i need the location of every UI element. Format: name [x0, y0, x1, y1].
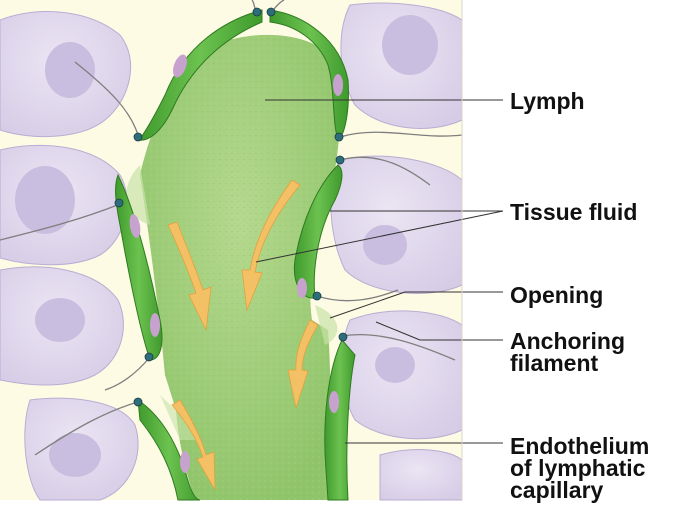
tissue-cell: [330, 155, 463, 294]
label-lymph-text: Lymph: [510, 88, 585, 114]
label-endothelium-line2: of lymphatic: [510, 455, 646, 481]
flow-arrow-icon: [287, 319, 319, 410]
junction-knob-icon: [114, 198, 124, 208]
leader-line-opening: [329, 291, 406, 319]
cell-nucleus: [363, 225, 407, 265]
flow-arrows: [167, 179, 319, 491]
flow-arrow-icon: [171, 399, 216, 491]
cell-nucleus: [375, 347, 415, 383]
label-anchoring-filament: Anchoring filament: [510, 328, 625, 376]
junction-knob-icon: [133, 132, 143, 142]
junction-knob-icon: [312, 291, 322, 301]
flow-arrow-icon: [241, 179, 301, 312]
endothelial-cell: [324, 339, 356, 501]
label-lymph: Lymph: [510, 88, 585, 114]
endothelial-cells: [115, 9, 356, 501]
anchoring-filament: [341, 334, 456, 361]
endothelial-nucleus: [150, 313, 160, 337]
endothelial-cell: [137, 398, 201, 501]
cell-nucleus: [45, 42, 95, 98]
junction-knob-icon: [335, 155, 345, 165]
anchoring-filament: [74, 61, 139, 136]
anchoring-filament: [339, 131, 463, 138]
label-anchoring-line2: filament: [510, 350, 599, 376]
cell-nucleus: [49, 433, 101, 477]
anchoring-filament: [34, 401, 139, 456]
tissue-cells-left: [0, 11, 139, 501]
endothelial-nucleus: [329, 391, 339, 413]
label-anchoring-line1: Anchoring: [510, 328, 625, 354]
junction-knob-icon: [252, 7, 262, 17]
label-tissue-fluid: Tissue fluid: [510, 199, 638, 225]
tissue-cell: [379, 449, 463, 501]
anchoring-filament: [316, 289, 399, 302]
junction-knob-icon: [133, 397, 143, 407]
cell-nucleus: [382, 15, 438, 75]
junction-knob-icon: [266, 7, 276, 17]
label-endothelium-line1: Endothelium: [510, 433, 650, 459]
junction-knobs: [114, 7, 348, 407]
label-opening: Opening: [510, 282, 604, 308]
endothelial-nucleus: [297, 278, 307, 298]
cell-nucleus: [15, 166, 75, 234]
label-tissue-fluid-text: Tissue fluid: [510, 199, 638, 225]
tissue-cells-right: [330, 2, 463, 501]
leader-line-anchoring: [375, 321, 421, 341]
junction-knob-icon: [144, 352, 154, 362]
endothelial-nucleus: [173, 54, 187, 78]
junction-knob-icon: [334, 132, 344, 142]
anchoring-filament: [0, 203, 121, 241]
label-endothelium: Endothelium of lymphatic capillary: [510, 433, 650, 503]
endothelial-nucleus: [180, 451, 190, 473]
cell-nucleus: [35, 298, 85, 342]
endothelial-nucleus: [333, 74, 343, 96]
junction-knob-icon: [338, 332, 348, 342]
anchoring-filament: [104, 356, 151, 391]
tissue-fluid-opening-lower: [315, 305, 338, 345]
endothelial-nucleus: [129, 214, 141, 238]
label-endothelium-line3: capillary: [510, 477, 604, 503]
anchoring-filament: [339, 156, 431, 186]
label-opening-text: Opening: [510, 282, 604, 308]
lymph-speckle: [140, 34, 340, 500]
flow-arrow-icon: [167, 221, 212, 332]
